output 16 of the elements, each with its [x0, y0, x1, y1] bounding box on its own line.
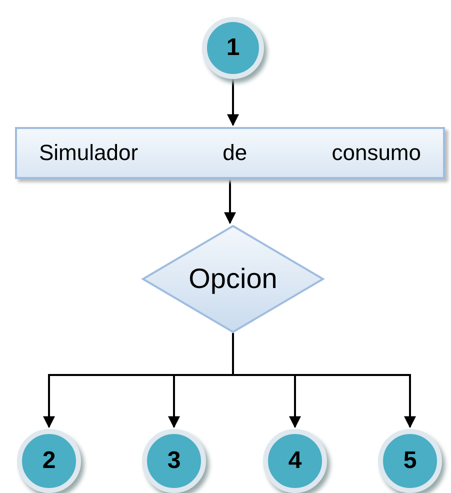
step-circle	[17, 429, 81, 493]
arrow	[227, 79, 239, 126]
step-number: 2	[42, 447, 56, 475]
process-label: Simulador de consumo	[39, 140, 421, 166]
arrow	[232, 333, 416, 428]
step-circle	[142, 429, 206, 493]
arrow	[224, 179, 236, 224]
step-number: 5	[403, 447, 417, 475]
step-circle	[263, 429, 327, 493]
process-box	[15, 127, 445, 179]
step-number: 4	[288, 447, 302, 475]
step-circle	[202, 17, 264, 79]
decision-label: Opcion	[188, 263, 278, 295]
step-number: 1	[226, 34, 240, 62]
step-circle	[378, 429, 442, 493]
step-number: 3	[167, 447, 181, 475]
